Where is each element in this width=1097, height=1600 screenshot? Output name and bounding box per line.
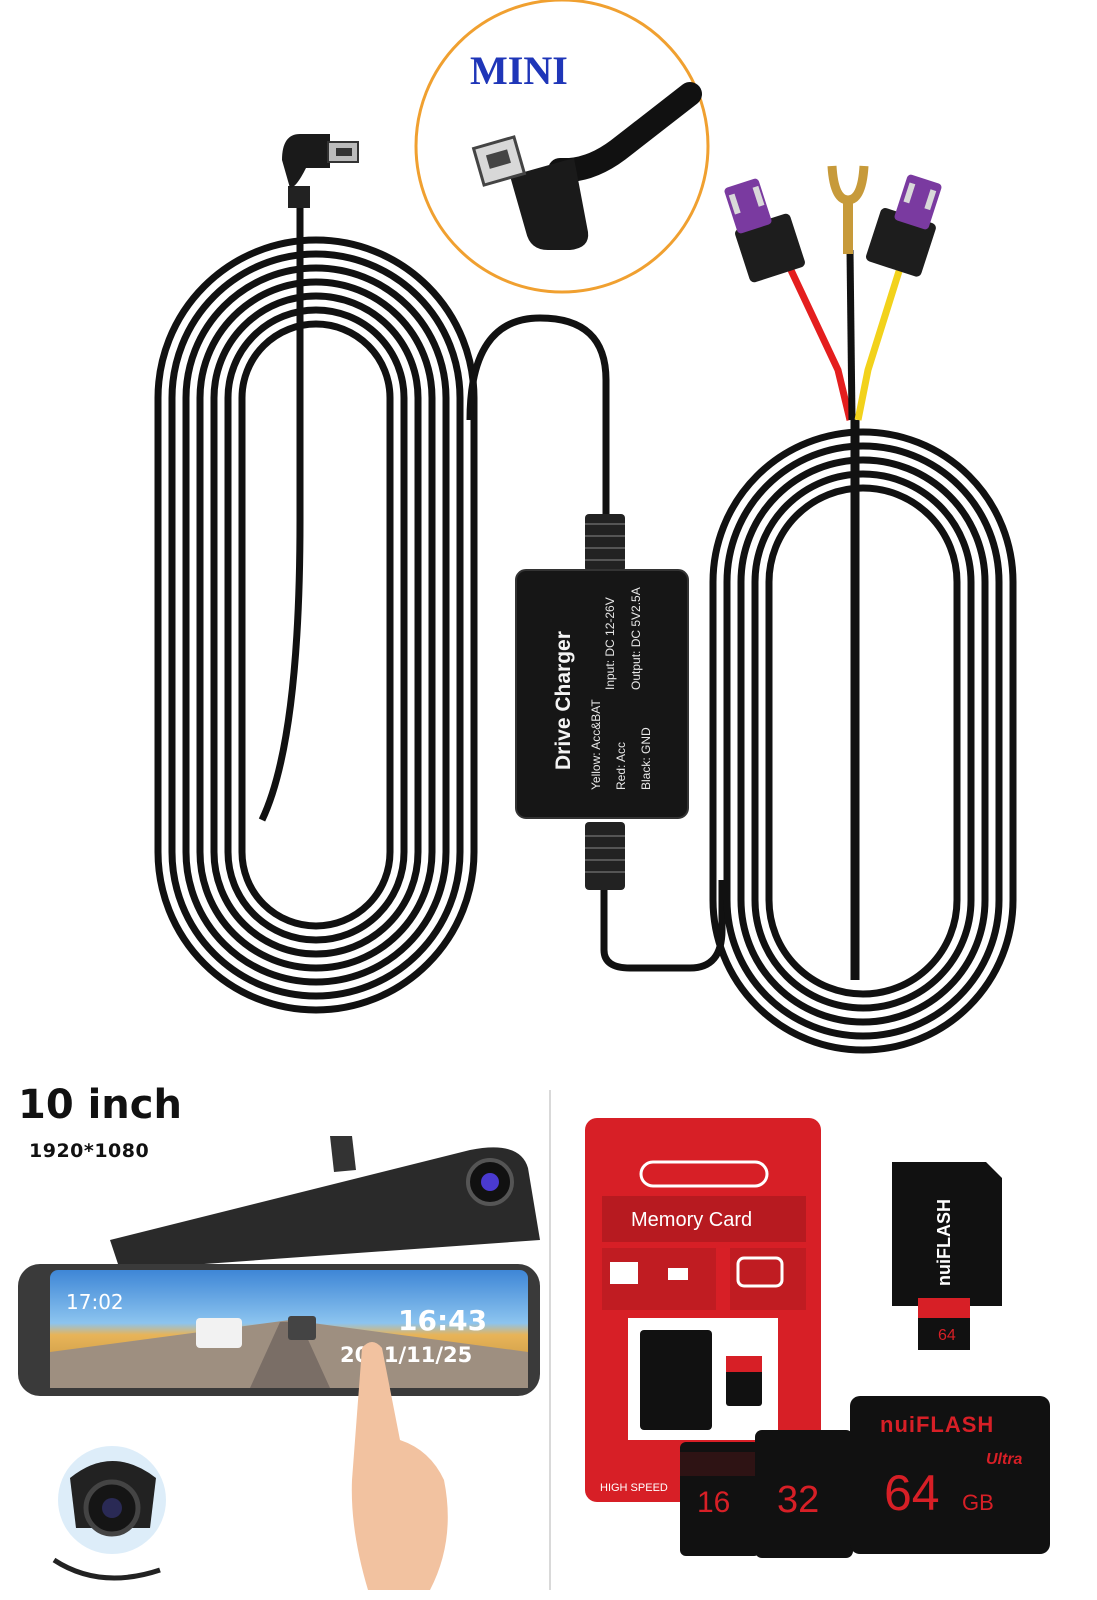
sd-adapter: nuiFLASH 64 bbox=[892, 1162, 1002, 1350]
card-32-size: 32 bbox=[777, 1479, 819, 1521]
box-line-black: Black: GND bbox=[639, 727, 653, 790]
card-64gb: nuiFLASH Ultra 64 GB bbox=[850, 1396, 1050, 1554]
right-cable-coil bbox=[709, 428, 1017, 1054]
fuse-tap-left bbox=[724, 178, 805, 283]
card-64-ultra: Ultra bbox=[986, 1451, 1023, 1468]
yellow-wire bbox=[854, 266, 904, 421]
box-line-yellow: Yellow: Acc&BAT bbox=[589, 699, 603, 790]
mini-usb-plug bbox=[282, 134, 359, 208]
card-16gb: 16 bbox=[680, 1442, 760, 1556]
section-divider bbox=[549, 1090, 551, 1590]
left-cable-coil bbox=[154, 236, 478, 1014]
mini-connector-zoom: MINI bbox=[414, 0, 710, 294]
drive-charger-title: Drive Charger bbox=[552, 631, 575, 770]
box-line-red: Red: Acc bbox=[614, 742, 628, 790]
card-64-brand: nuiFLASH bbox=[880, 1412, 994, 1437]
mini-usb-cable bbox=[258, 200, 304, 822]
box-spec-output: Output: DC 5V2.5A bbox=[629, 587, 643, 690]
coil-to-box-cable bbox=[466, 314, 610, 520]
red-wire bbox=[786, 266, 854, 421]
ring-terminal bbox=[827, 165, 869, 254]
memory-card-package: Memory Card HIGH SPEED bbox=[585, 1118, 821, 1502]
card-32gb: 32 bbox=[755, 1430, 853, 1558]
box-spec-input: Input: DC 12-26V bbox=[603, 597, 617, 690]
card-64-size: 64 bbox=[884, 1465, 940, 1521]
drive-charger-box: Drive Charger Yellow: Acc&BAT Red: Acc B… bbox=[515, 514, 689, 890]
package-speed-label: HIGH SPEED bbox=[600, 1482, 668, 1494]
mini-label: MINI bbox=[470, 48, 568, 93]
size-label: 10 inch bbox=[18, 1082, 182, 1128]
hardwire-kit-illustration: Drive Charger Yellow: Acc&BAT Red: Acc B… bbox=[154, 0, 1017, 1054]
card-16-size: 16 bbox=[697, 1486, 730, 1519]
adapter-brand: nuiFLASH bbox=[934, 1199, 954, 1286]
card-64-unit: GB bbox=[962, 1490, 994, 1515]
fuse-tap-right bbox=[866, 174, 942, 277]
package-label: Memory Card bbox=[631, 1209, 752, 1231]
black-wire bbox=[846, 249, 856, 421]
small-card-size: 64 bbox=[938, 1327, 956, 1344]
